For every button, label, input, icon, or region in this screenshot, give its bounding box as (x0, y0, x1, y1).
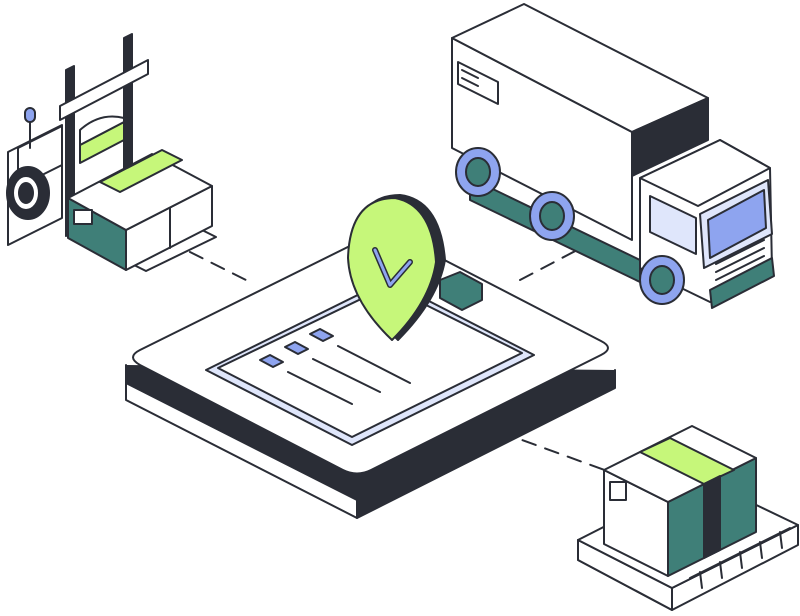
forklift-icon (6, 33, 217, 272)
checklist-items (259, 328, 411, 405)
pallet-slats (689, 527, 791, 589)
delivery-truck-icon (451, 3, 775, 309)
tablet-checklist-icon (125, 231, 616, 519)
location-pin-check-icon (347, 194, 483, 341)
pallet-box-icon (577, 425, 799, 611)
cargo-label (457, 61, 499, 105)
